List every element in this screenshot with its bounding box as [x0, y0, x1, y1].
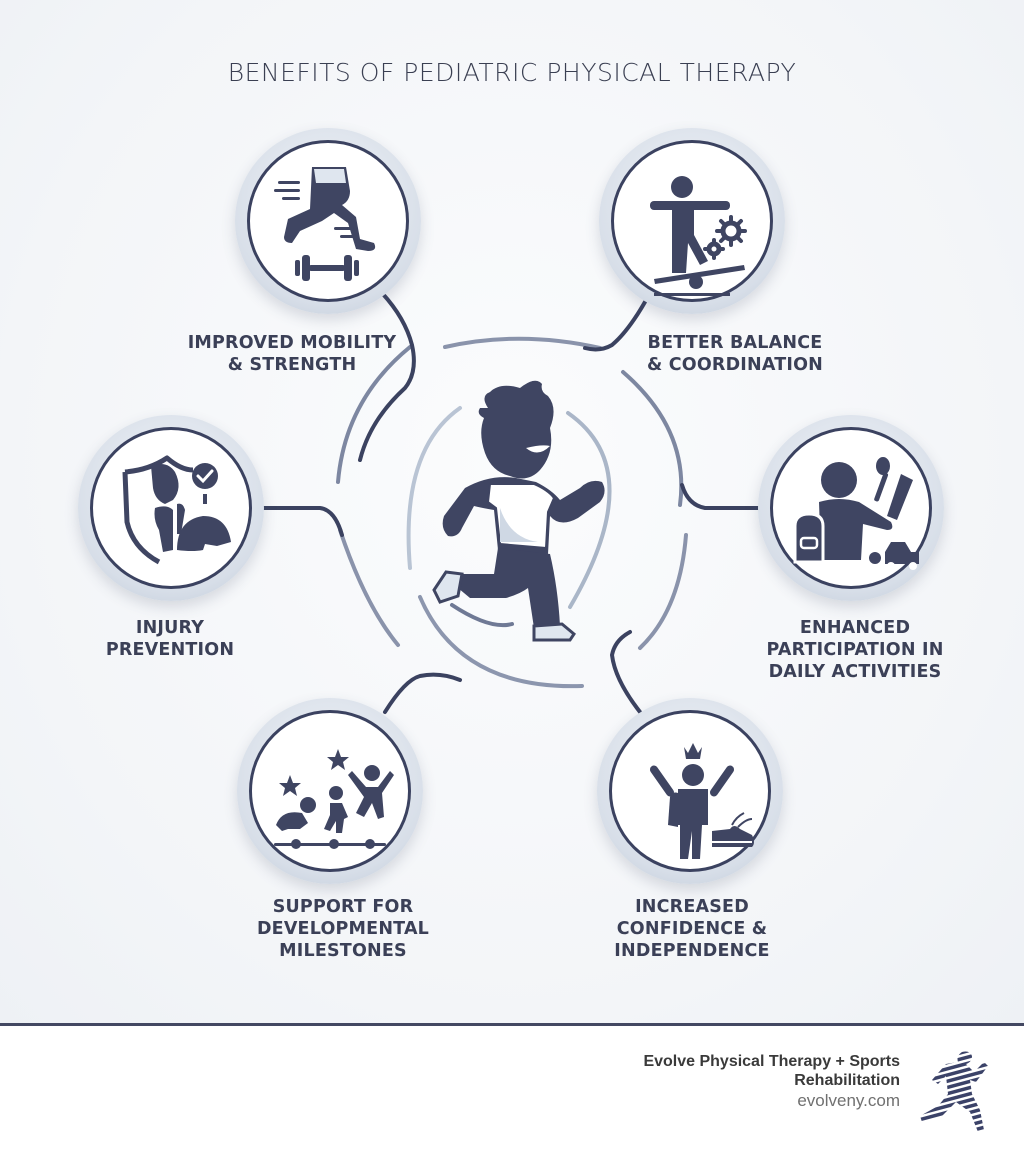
connector-lines [256, 291, 772, 714]
benefit-node-mobility [235, 128, 421, 314]
brand-name-line1: Evolve Physical Therapy + Sports [643, 1053, 900, 1070]
striped-runner-logo-icon [920, 1051, 988, 1132]
child-crown-shoe-icon [649, 743, 754, 859]
brand-name-line2: Rehabilitation [794, 1072, 900, 1089]
brand-block: Evolve Physical Therapy + Sports Rehabil… [643, 1052, 900, 1111]
label-line: INCREASED [635, 897, 749, 917]
balance-board-gears-icon [650, 176, 747, 296]
crawl-walk-jump-timeline-icon [274, 749, 394, 849]
benefit-node-confidence [597, 698, 783, 884]
benefit-node-balance [599, 128, 785, 314]
running-legs-dumbbell-icon [274, 167, 376, 281]
label-line: CONFIDENCE & [616, 919, 768, 939]
label-line: SUPPORT FOR [272, 897, 414, 917]
label-line: & STRENGTH [227, 355, 357, 375]
child-backpack-toys-icon [793, 457, 919, 570]
benefit-node-milestones [237, 698, 423, 884]
label-line: & COORDINATION [646, 355, 824, 375]
benefit-node-participation [758, 415, 944, 601]
page-title: BENEFITS OF PEDIATRIC PHYSICAL THERAPY [227, 58, 797, 87]
label-line: IMPROVED MOBILITY [187, 333, 397, 353]
label-line: PARTICIPATION IN [766, 640, 944, 660]
benefit-label-participation: ENHANCED PARTICIPATION IN DAILY ACTIVITI… [745, 617, 965, 683]
footer-divider [0, 1023, 1024, 1026]
label-line: PREVENTION [105, 640, 235, 660]
label-line: INDEPENDENCE [614, 941, 770, 961]
benefit-label-confidence: INCREASED CONFIDENCE & INDEPENDENCE [572, 896, 812, 962]
label-line: DEVELOPMENTAL [256, 919, 430, 939]
shield-knee-helmet-icon [122, 455, 231, 565]
label-line: INJURY [135, 618, 205, 638]
benefit-label-injury-prevention: INJURY PREVENTION [90, 617, 250, 661]
label-line: MILESTONES [279, 941, 407, 961]
infographic-canvas: BENEFITS OF PEDIATRIC PHYSICAL THERAPY [0, 0, 1024, 1024]
running-child-icon [432, 380, 605, 642]
benefit-node-injury-prevention [78, 415, 264, 601]
label-line: ENHANCED [799, 618, 911, 638]
brand-url[interactable]: evolveny.com [797, 1091, 900, 1110]
label-line: DAILY ACTIVITIES [768, 662, 942, 682]
benefit-label-milestones: SUPPORT FOR DEVELOPMENTAL MILESTONES [218, 896, 468, 962]
benefit-label-mobility: IMPROVED MOBILITY & STRENGTH [160, 332, 424, 376]
benefit-label-balance: BETTER BALANCE & COORDINATION [610, 332, 860, 376]
label-line: BETTER BALANCE [647, 333, 823, 353]
